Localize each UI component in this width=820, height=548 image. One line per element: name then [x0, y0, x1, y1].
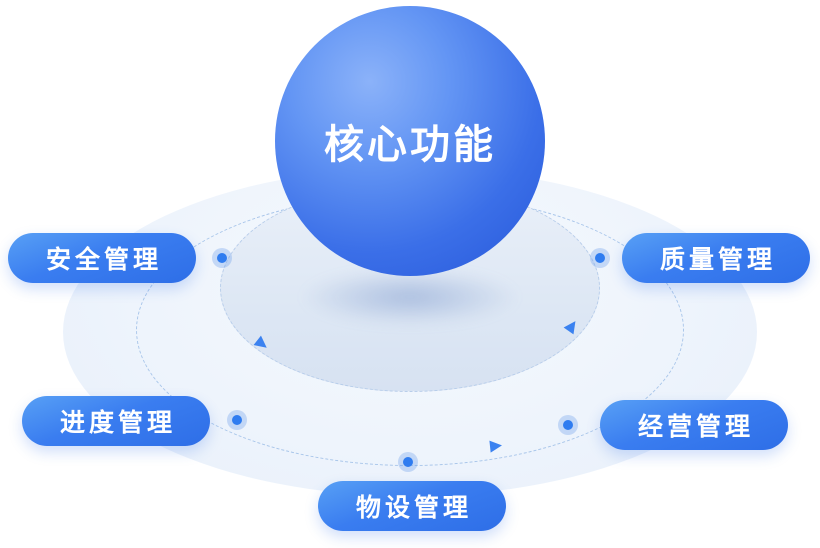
node-pill-safety: 安全管理 — [8, 233, 196, 283]
orbit-dot-quality — [590, 248, 610, 268]
node-pill-materials-label: 物设管理 — [355, 494, 472, 522]
core-sphere-label: 核心功能 — [324, 123, 496, 167]
orbit-dot-progress — [227, 410, 247, 430]
node-pill-progress: 进度管理 — [22, 396, 210, 446]
orbit-arrow-icon — [489, 439, 503, 453]
sphere-shadow — [300, 268, 520, 326]
node-pill-progress-label: 进度管理 — [59, 409, 176, 437]
orbit-dot-safety — [212, 248, 232, 268]
node-pill-safety-label: 安全管理 — [45, 246, 162, 274]
node-pill-materials: 物设管理 — [318, 481, 506, 531]
node-pill-operations: 经营管理 — [600, 400, 788, 450]
node-pill-quality: 质量管理 — [622, 233, 810, 283]
node-pill-operations-label: 经营管理 — [637, 413, 754, 441]
node-pill-quality-label: 质量管理 — [659, 246, 776, 274]
orbit-dot-materials — [398, 452, 418, 472]
orbit-dot-operations — [558, 415, 578, 435]
core-sphere: 核心功能 — [275, 6, 545, 276]
